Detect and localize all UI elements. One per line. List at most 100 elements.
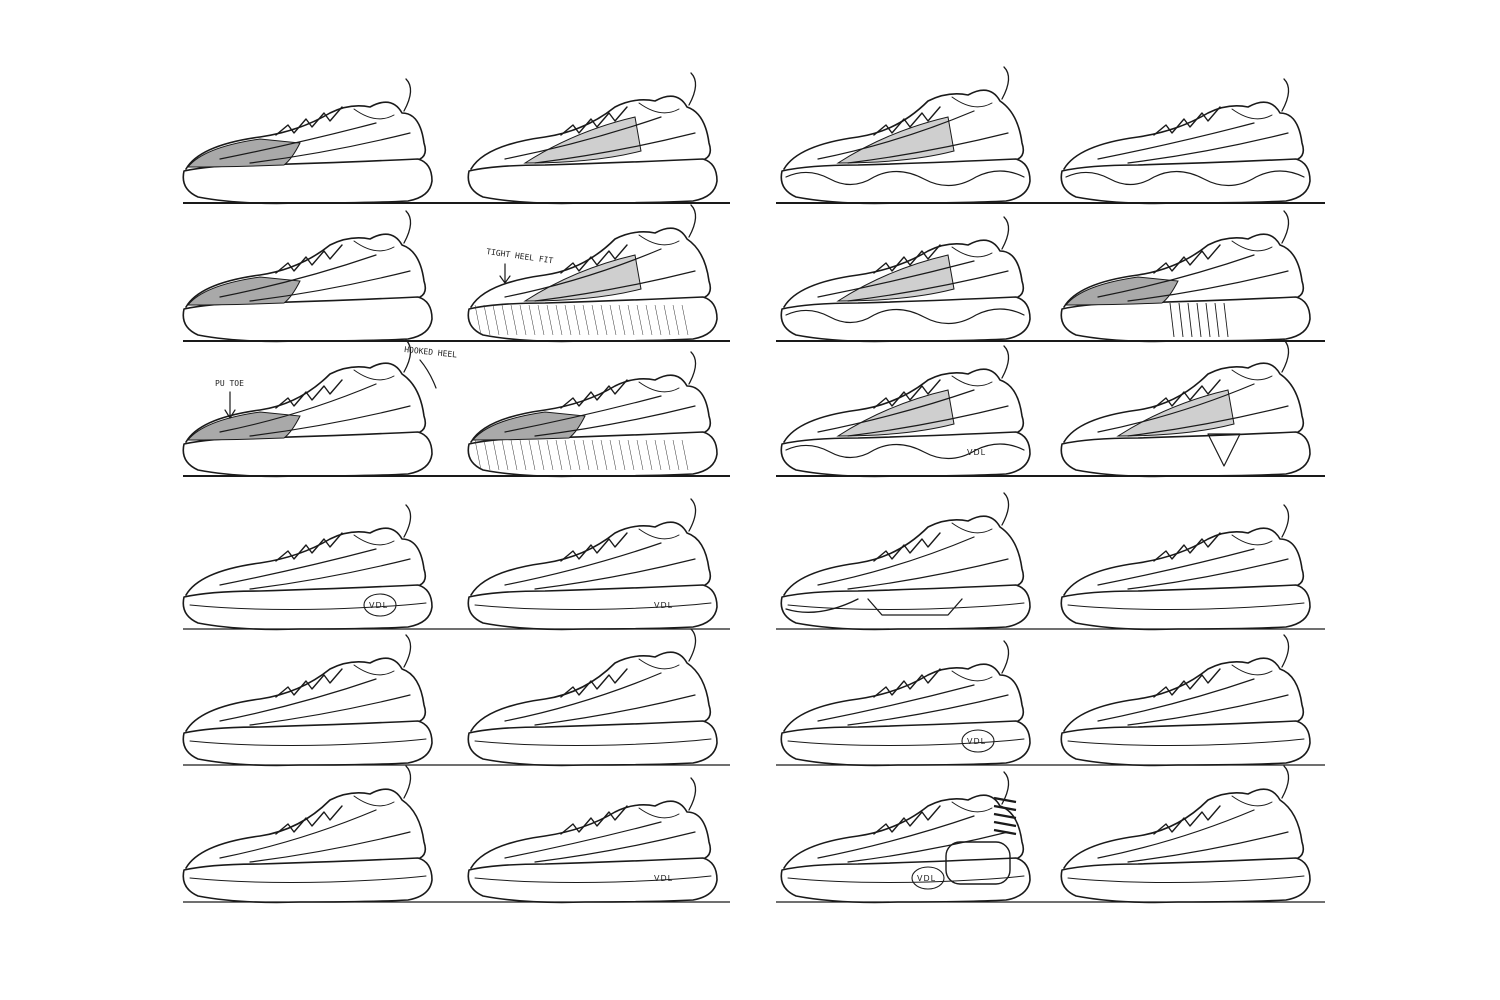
sole-notch (1207, 433, 1241, 467)
laces (560, 379, 628, 409)
sole-hatch (645, 439, 653, 471)
sole-hatch (501, 304, 509, 336)
sole-rib (1223, 302, 1229, 338)
sole-hatch (528, 439, 536, 471)
heel-stripe (993, 828, 1017, 836)
heel-tab (1001, 345, 1010, 379)
sole-wave (785, 308, 1025, 325)
heel-tab (1281, 210, 1290, 244)
heel-tab (1001, 216, 1010, 250)
upper-outline (1063, 101, 1305, 170)
laces (873, 532, 941, 562)
overlay-lines (1097, 254, 1289, 302)
heel-pod (945, 841, 1011, 885)
sole-hatch (600, 439, 608, 471)
midsole (467, 857, 718, 904)
upper-outline (783, 89, 1025, 170)
heel-tab (403, 210, 412, 244)
collar-line (353, 664, 395, 676)
sole-flex-groove (785, 598, 859, 613)
shoe-sketch-s06 (467, 204, 718, 343)
sole-hatch (582, 304, 590, 336)
collar-line (638, 528, 680, 540)
heel-tab (688, 628, 697, 662)
midsole-line (189, 875, 427, 883)
sole-hatch (501, 439, 509, 471)
overlay-lines (817, 684, 1009, 726)
upper-outline (783, 663, 1025, 732)
sole-hatch (537, 439, 545, 471)
sole-hatch (636, 439, 644, 471)
shoe-sketch-s05 (182, 210, 433, 343)
collar-line (951, 375, 993, 387)
shoe-sketch-s16 (1060, 504, 1311, 631)
midsole-line (1067, 875, 1305, 883)
shoe-sketch-s22: VDL (467, 777, 718, 904)
sole-cutout (867, 598, 963, 616)
heel-tab (688, 72, 697, 106)
laces (1153, 244, 1221, 274)
midsole (780, 584, 1031, 631)
note-hooked-heel-leader (419, 359, 437, 389)
upper-outline (185, 101, 427, 170)
collar-line (353, 240, 395, 252)
midsole (182, 857, 433, 904)
sole-hatch (627, 439, 635, 471)
collar-line (951, 801, 993, 813)
upper-outline (1063, 527, 1305, 596)
midsole (467, 584, 718, 631)
midsole (467, 158, 718, 205)
collar-line (1231, 240, 1273, 252)
heel-tab (1001, 66, 1010, 100)
collar-line (638, 102, 680, 114)
midsole-line (1067, 602, 1305, 610)
upper-outline (470, 227, 712, 308)
heel-tab (403, 765, 412, 799)
midsole (1060, 431, 1311, 478)
overlay-lines (504, 821, 696, 863)
collar-line (1231, 795, 1273, 807)
sole-hatch (519, 304, 527, 336)
sole-hatch (672, 304, 680, 336)
collar-line (638, 381, 680, 393)
heel-tab (688, 498, 697, 532)
laces (1153, 379, 1221, 409)
laces (873, 379, 941, 409)
overlay-lines (219, 678, 411, 726)
heel-stripe (993, 820, 1017, 828)
midsole (780, 296, 1031, 343)
sole-rib (1187, 302, 1193, 338)
sole-rib (1196, 302, 1202, 338)
logo-badge (911, 866, 945, 890)
upper-outline (783, 794, 1025, 869)
overlay-lines (219, 254, 411, 302)
laces (560, 668, 628, 698)
shoe-sketch-s17 (182, 634, 433, 767)
collar-line (1231, 108, 1273, 120)
upper-outline (185, 788, 427, 869)
shoe-sketch-s08 (1060, 210, 1311, 343)
heel-tab (1281, 634, 1290, 668)
sole-hatch (591, 304, 599, 336)
shoe-sketch-s23: VDL (780, 771, 1031, 904)
laces (873, 244, 941, 274)
overlay-lines (219, 383, 411, 437)
heel-tab (403, 504, 412, 538)
shoe-sketch-s19: VDL (780, 640, 1031, 767)
overlay-lines (817, 815, 1009, 863)
midsole (1060, 584, 1311, 631)
heel-stripe (993, 796, 1017, 804)
sole-hatch (663, 304, 671, 336)
sole-hatch (537, 304, 545, 336)
shoe-sketch-s15 (780, 492, 1031, 631)
collar-line (638, 234, 680, 246)
heel-tab (688, 204, 697, 238)
upper-outline (185, 527, 427, 596)
upper-outline (783, 368, 1025, 443)
logo-text: VDL (967, 737, 986, 746)
overlay-lines (1097, 678, 1289, 726)
upper-outline (783, 239, 1025, 308)
upper-outline (1063, 657, 1305, 732)
